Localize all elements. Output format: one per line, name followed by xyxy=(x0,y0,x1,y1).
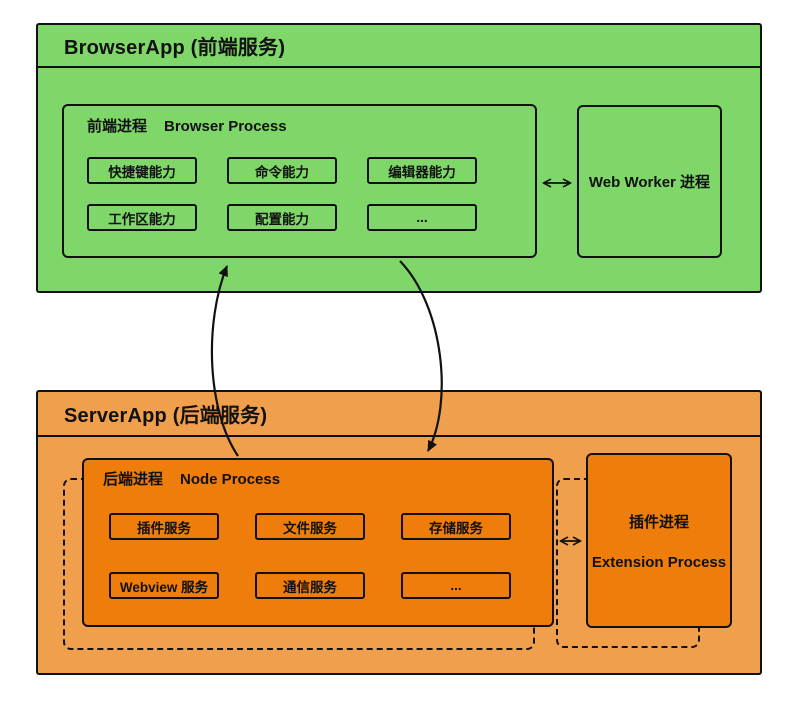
capability-box-config: 配置能力 xyxy=(227,204,337,231)
browser-process-title-en: Browser Process xyxy=(164,118,287,135)
browser-app-title: BrowserApp (前端服务) xyxy=(64,37,286,59)
service-box-more: ... xyxy=(401,572,511,599)
browser-app-container: BrowserApp (前端服务) 前端进程 Browser Process 快捷… xyxy=(36,23,762,293)
service-box-webview: Webview 服务 xyxy=(109,572,219,599)
service-box-file: 文件服务 xyxy=(255,513,365,540)
capability-box-editor: 编辑器能力 xyxy=(367,157,477,184)
browser-process-title-zh: 前端进程 xyxy=(87,118,148,135)
server-app-container: ServerApp (后端服务) 后端进程 Node Process 插件服务 文… xyxy=(36,390,762,675)
server-app-header: ServerApp (后端服务) xyxy=(38,392,760,437)
extension-process-label-en: Extension Process xyxy=(591,553,727,571)
service-box-plugin: 插件服务 xyxy=(109,513,219,540)
service-box-storage: 存储服务 xyxy=(401,513,511,540)
capability-box-workspace: 工作区能力 xyxy=(87,204,197,231)
node-process-title: 后端进程 Node Process xyxy=(103,470,280,490)
node-process-title-en: Node Process xyxy=(180,471,281,488)
capability-box-commands: 命令能力 xyxy=(227,157,337,184)
browser-process-title: 前端进程 Browser Process xyxy=(87,117,287,137)
browser-app-header: BrowserApp (前端服务) xyxy=(38,25,760,68)
browser-process-box: 前端进程 Browser Process 快捷键能力 命令能力 编辑器能力 工作区… xyxy=(62,104,537,258)
web-worker-label: Web Worker 进程 xyxy=(588,174,711,191)
web-worker-box: Web Worker 进程 xyxy=(577,105,722,258)
node-process-title-zh: 后端进程 xyxy=(103,471,164,488)
extension-process-label-zh: 插件进程 xyxy=(628,513,689,531)
capability-box-shortcuts: 快捷键能力 xyxy=(87,157,197,184)
service-box-comm: 通信服务 xyxy=(255,572,365,599)
node-process-box: 后端进程 Node Process 插件服务 文件服务 存储服务 Webview … xyxy=(82,458,554,627)
server-app-title: ServerApp (后端服务) xyxy=(64,405,268,427)
extension-process-box: 插件进程 Extension Process xyxy=(586,453,732,628)
capability-box-more: ... xyxy=(367,204,477,231)
